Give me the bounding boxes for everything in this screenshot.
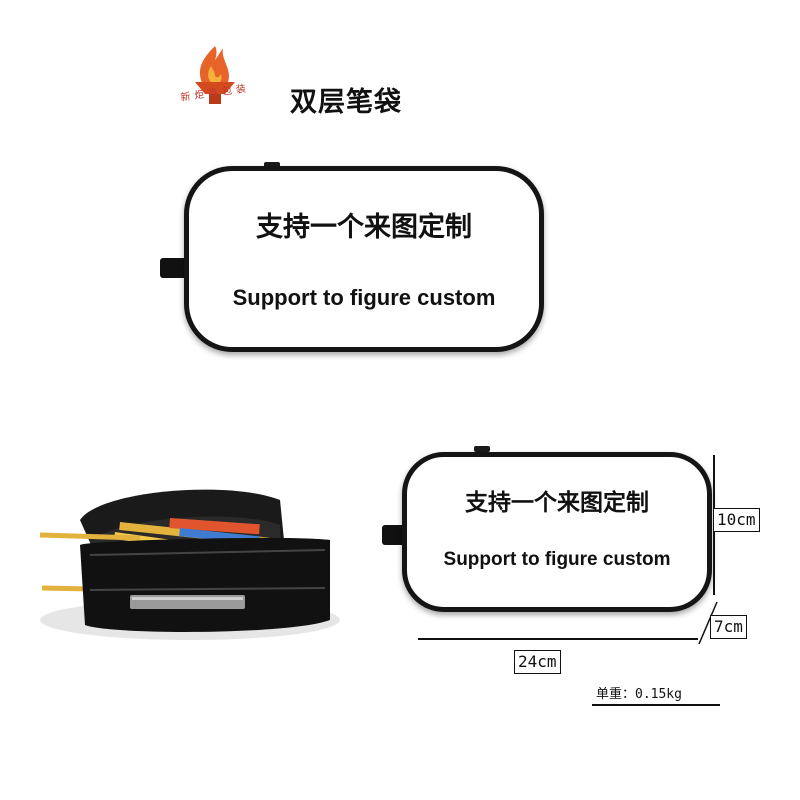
weight-label: 单重：0.15kg	[596, 687, 682, 702]
zipper-pull-icon	[474, 446, 490, 452]
pouch-body: 支持一个来图定制 Support to figure custom	[402, 452, 712, 612]
custom-text-chinese: 支持一个来图定制	[256, 212, 472, 243]
weight-underline	[592, 704, 720, 706]
flame-logo-icon	[195, 46, 235, 104]
brand-logo: 新炬鑫包装	[165, 36, 265, 126]
custom-text-english: Support to figure custom	[232, 285, 496, 310]
page-title: 双层笔袋	[290, 87, 402, 118]
pouch-body: 支持一个来图定制 Support to figure custom	[184, 166, 544, 352]
pouch-handle	[160, 258, 190, 278]
width-label: 24cm	[514, 650, 561, 674]
height-label: 10cm	[713, 508, 760, 532]
custom-text-chinese: 支持一个来图定制	[465, 490, 649, 516]
depth-dimension-line	[697, 600, 719, 650]
width-dimension-line	[418, 638, 698, 640]
depth-label: 7cm	[710, 615, 747, 639]
pouch-handle	[382, 525, 408, 545]
zipper-pull-icon	[264, 162, 280, 168]
pencil-case-dimension-view: 支持一个来图定制 Support to figure custom	[380, 440, 720, 620]
open-pencil-case-photo	[30, 470, 340, 645]
pencil-case-front-view: 支持一个来图定制 Support to figure custom	[160, 160, 545, 352]
custom-text-english: Support to figure custom	[443, 549, 671, 570]
